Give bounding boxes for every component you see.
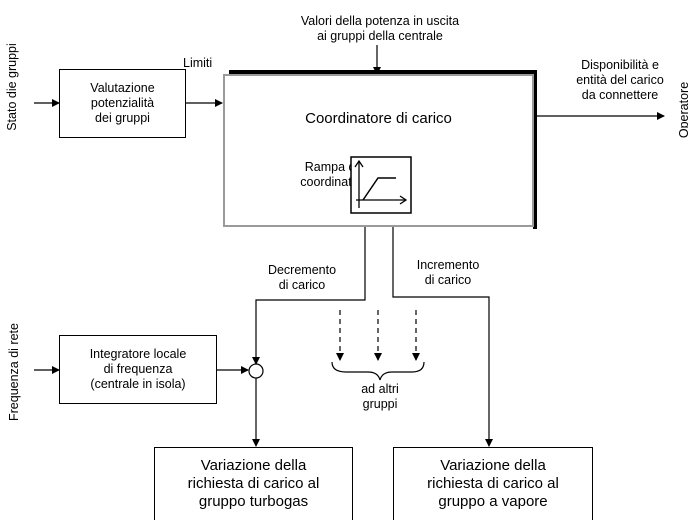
stato-gruppi-label: Stato die gruppi [5,43,19,131]
incremento-path [392,226,493,447]
integratore-box: Integratore locale di frequenza (central… [59,335,217,404]
incremento-label: Incremento di carico [416,258,480,287]
turbogas-text: Variazione della richiesta di carico al … [187,457,320,510]
altri-gruppi-brace [331,361,425,381]
top-label: Valori della potenza in uscita ai gruppi… [300,14,460,43]
decremento-path [252,226,366,365]
vapore-text: Variazione della richiesta di carico al … [427,457,559,510]
decremento-label: Decremento di carico [267,263,337,292]
valutazione-box: Valutazione potenzialità dei gruppi [59,69,186,138]
ramp-icon [350,156,412,214]
frequenza-rete-label: Frequenza di rete [7,323,21,421]
integratore-text: Integratore locale di frequenza (central… [89,347,187,391]
valutazione-text: Valutazione potenzialità dei gruppi [90,81,155,125]
limiti-label: Limiti [183,56,213,70]
coordinatore-title: Coordinatore di carico [305,110,452,127]
availability-label: Disponibilità e entità del carico da con… [576,58,664,102]
vapore-box: Variazione della richiesta di carico al … [393,447,593,520]
summing-junction [248,363,264,379]
coordinatore-box: Coordinatore di carico Rampa del coordin… [223,74,534,227]
altri-gruppi-label: ad altri gruppi [361,382,399,411]
turbogas-box: Variazione della richiesta di carico al … [154,447,353,520]
